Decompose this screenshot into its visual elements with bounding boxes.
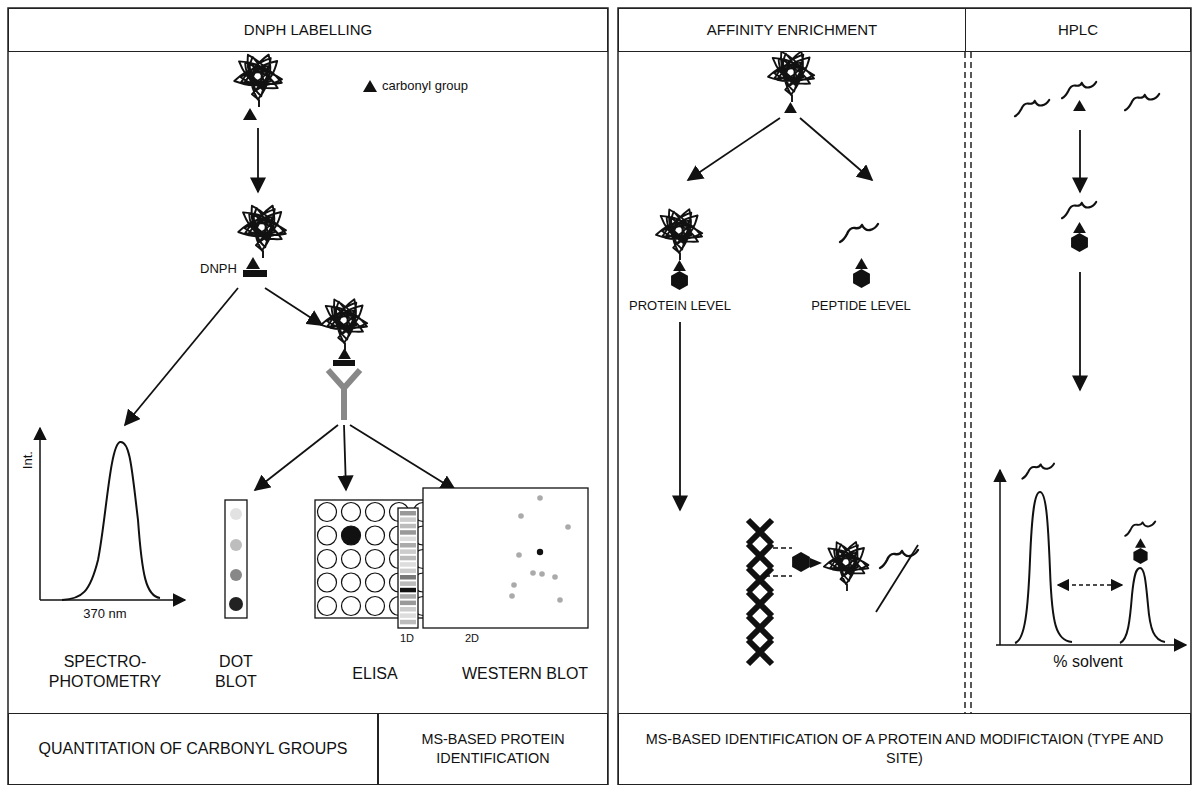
box-text: MS-BASED IDENTIFICATION OF A PROTEIN AND… (619, 730, 1190, 767)
level-label: PEPTIDE LEVEL (801, 298, 921, 314)
panel-label: 1D (395, 632, 419, 646)
level-label: PROTEIN LEVEL (620, 298, 740, 314)
section-header: DNPH LABELLING (8, 8, 608, 52)
axis-label: 370 nm (65, 606, 145, 622)
footer-box: QUANTITATION OF CARBONYL GROUPS (8, 713, 378, 785)
box-text: DNPH LABELLING (236, 20, 380, 40)
box-text: AFFINITY ENRICHMENT (699, 20, 886, 40)
method-name: SPECTRO- PHOTOMETRY (45, 652, 165, 692)
footer-box: MS-BASED PROTEIN IDENTIFICATION (378, 713, 608, 785)
box-text: HPLC (1050, 20, 1106, 40)
method-name: ELISA (330, 664, 420, 684)
method-name: DOT BLOT (206, 652, 266, 692)
axis-label: % solvent (1038, 652, 1138, 672)
axis-label: Int. (20, 440, 36, 480)
section-header: AFFINITY ENRICHMENT (618, 8, 966, 52)
box-text: QUANTITATION OF CARBONYL GROUPS (30, 739, 355, 760)
reagent-label: DNPH (200, 261, 245, 277)
legend-text: carbonyl group (382, 78, 522, 94)
box-text: MS-BASED PROTEIN IDENTIFICATION (379, 730, 607, 767)
panel-label: 2D (457, 632, 487, 646)
footer-box: MS-BASED IDENTIFICATION OF A PROTEIN AND… (618, 713, 1191, 785)
method-name: WESTERN BLOT (445, 664, 605, 684)
section-header: HPLC (965, 8, 1191, 52)
